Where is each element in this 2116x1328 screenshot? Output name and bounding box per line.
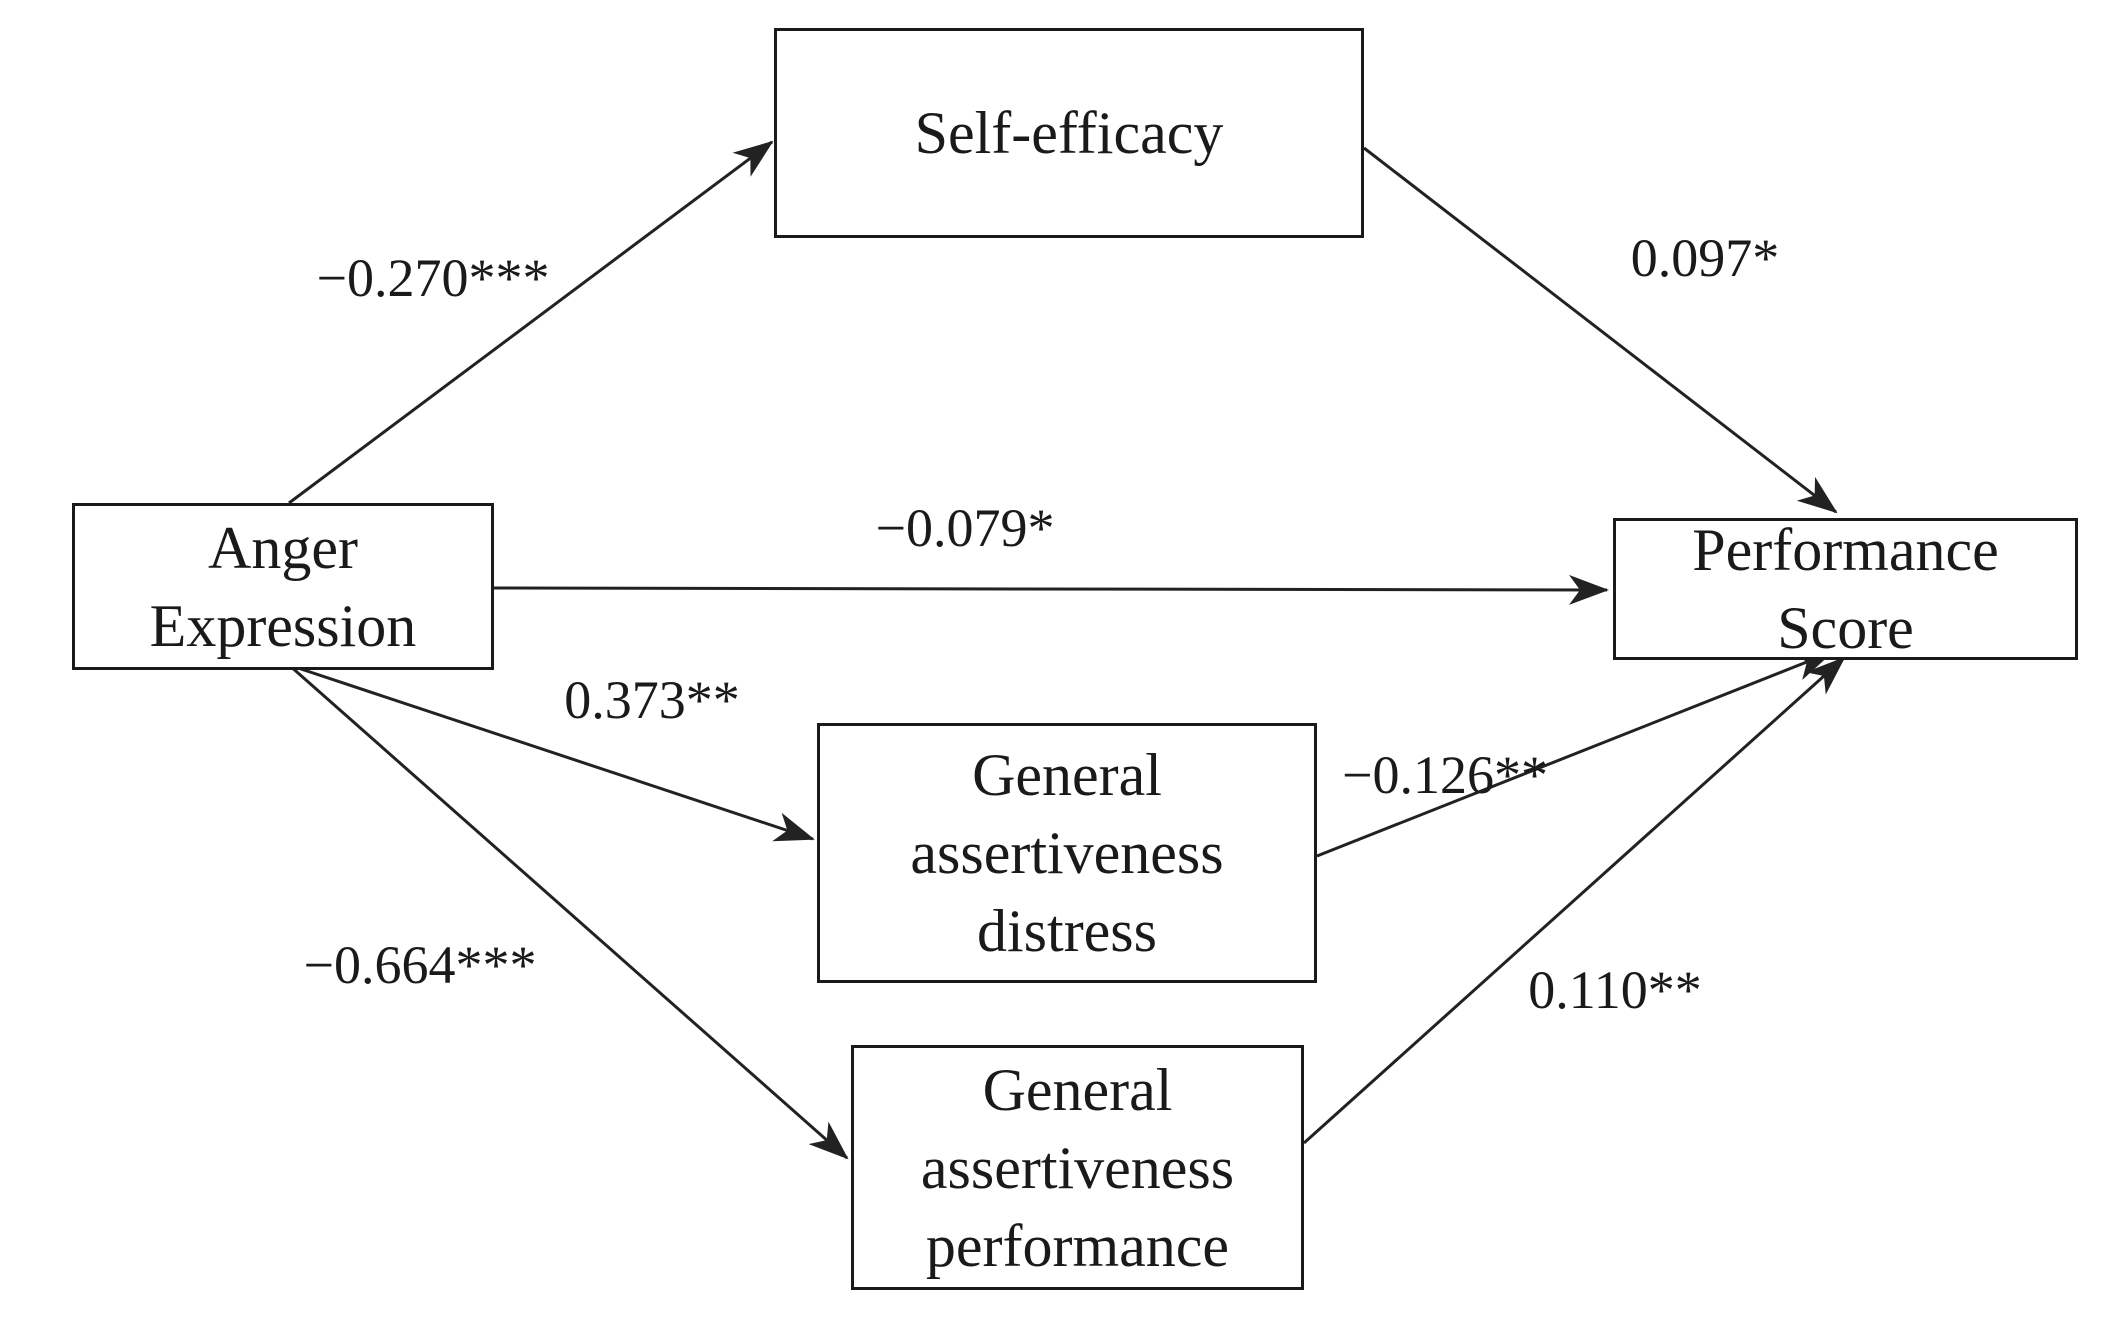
edge-assertiveness-distress-to-performance-score: [1316, 650, 1834, 858]
node-anger-expression: Anger Expression: [72, 503, 494, 670]
node-general-assertiveness-performance: General assertiveness performance: [851, 1045, 1304, 1290]
edge-anger-to-assertiveness-distress: [288, 663, 815, 842]
coefficient-label-anger-assertiveness-performance: −0.664***: [303, 935, 537, 995]
edge-assertiveness-performance-to-performance-score: [1302, 656, 1846, 1145]
coefficient-label-anger-distress: 0.373**: [564, 670, 740, 730]
node-self-efficacy: Self-efficacy: [774, 28, 1364, 238]
edge-self-efficacy-to-performance-score: [1363, 146, 1838, 514]
coefficient-label-assertiveness-performance-score: 0.110**: [1528, 960, 1702, 1020]
node-label-general-assertiveness-distress: General assertiveness distress: [910, 742, 1224, 964]
coefficient-label-anger-self-efficacy: −0.270***: [316, 248, 550, 308]
edge-anger-to-assertiveness-performance: [288, 663, 849, 1160]
node-label-performance-score: Performance Score: [1692, 517, 1999, 661]
coefficient-label-anger-performance: −0.079*: [875, 498, 1055, 558]
node-general-assertiveness-distress: General assertiveness distress: [817, 723, 1317, 983]
node-performance-score: Performance Score: [1613, 517, 2078, 661]
coefficient-label-self-efficacy-performance: 0.097*: [1630, 228, 1780, 288]
node-label-self-efficacy: Self-efficacy: [914, 100, 1224, 166]
coefficient-label-distress-performance: −0.126**: [1342, 745, 1548, 805]
node-label-anger-expression: Anger Expression: [149, 514, 417, 659]
node-label-general-assertiveness-performance: General assertiveness performance: [920, 1056, 1235, 1279]
edge-anger-to-self-efficacy: [288, 140, 774, 505]
edge-anger-to-performance-score: [493, 574, 1609, 605]
